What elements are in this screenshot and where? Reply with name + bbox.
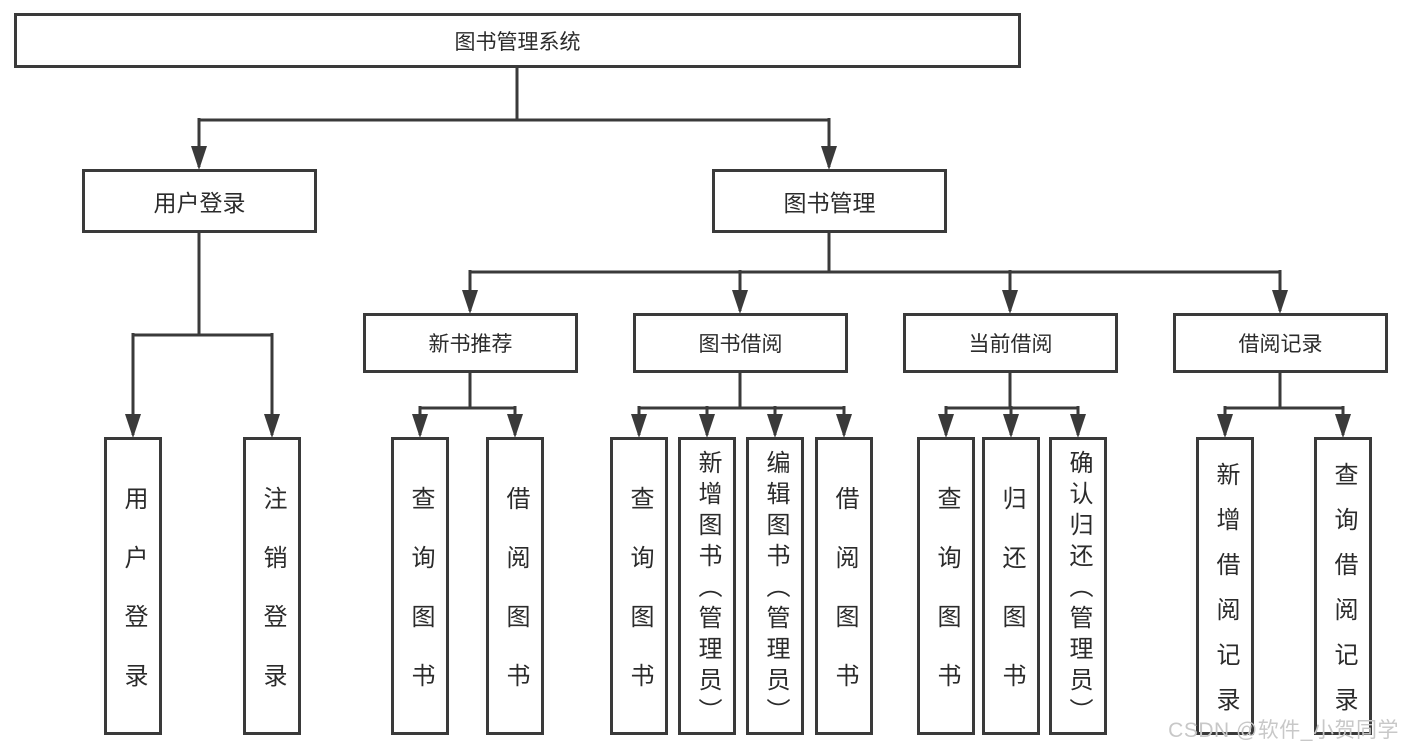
node-label: 图书管理 — [783, 190, 876, 216]
leaf-confirm-return-admin: 确认归还（管理员） — [1049, 437, 1107, 735]
node-label: 用户登录 — [153, 190, 246, 216]
node-label: 新书推荐 — [428, 333, 513, 356]
node-user-login-branch: 用户登录 — [82, 169, 317, 233]
node-label: 查询图书 — [626, 485, 653, 722]
leaf-user-login: 用户登录 — [104, 437, 162, 735]
node-label: 新增图书（管理员） — [694, 450, 721, 729]
node-book-management-branch: 图书管理 — [712, 169, 947, 233]
node-label: 新增借阅记录 — [1212, 461, 1239, 732]
node-label: 借阅图书 — [502, 485, 529, 722]
leaf-query-borrow-record: 查询借阅记录 — [1314, 437, 1372, 735]
leaf-borrow-books-1: 借阅图书 — [486, 437, 544, 735]
node-label: 归还图书 — [998, 485, 1025, 722]
node-label: 借阅图书 — [831, 485, 858, 722]
leaf-query-books-2: 查询图书 — [610, 437, 668, 735]
leaf-edit-book-admin: 编辑图书（管理员） — [746, 437, 804, 735]
node-label: 查询图书 — [407, 485, 434, 722]
leaf-add-borrow-record: 新增借阅记录 — [1196, 437, 1254, 735]
leaf-return-books: 归还图书 — [982, 437, 1040, 735]
leaf-borrow-books-2: 借阅图书 — [815, 437, 873, 735]
node-label: 借阅记录 — [1238, 333, 1323, 356]
leaf-query-books-3: 查询图书 — [917, 437, 975, 735]
node-label: 查询借阅记录 — [1330, 461, 1357, 732]
node-label: 用户登录 — [120, 485, 147, 722]
node-label: 图书借阅 — [698, 333, 783, 356]
node-new-book-recommendation: 新书推荐 — [363, 313, 578, 373]
node-root-library-management-system: 图书管理系统 — [14, 13, 1021, 68]
leaf-add-book-admin: 新增图书（管理员） — [678, 437, 736, 735]
node-label: 查询图书 — [933, 485, 960, 722]
csdn-watermark: CSDN @软件_小贺同学 — [1168, 719, 1399, 742]
node-label: 确认归还（管理员） — [1065, 450, 1092, 729]
leaf-query-books-1: 查询图书 — [391, 437, 449, 735]
node-label: 编辑图书（管理员） — [762, 450, 789, 729]
node-current-borrowing: 当前借阅 — [903, 313, 1118, 373]
node-label: 当前借阅 — [968, 333, 1053, 356]
node-label: 注销登录 — [259, 485, 286, 722]
node-label: 图书管理系统 — [454, 30, 581, 54]
leaf-logout: 注销登录 — [243, 437, 301, 735]
node-book-borrowing: 图书借阅 — [633, 313, 848, 373]
node-borrowing-records: 借阅记录 — [1173, 313, 1388, 373]
